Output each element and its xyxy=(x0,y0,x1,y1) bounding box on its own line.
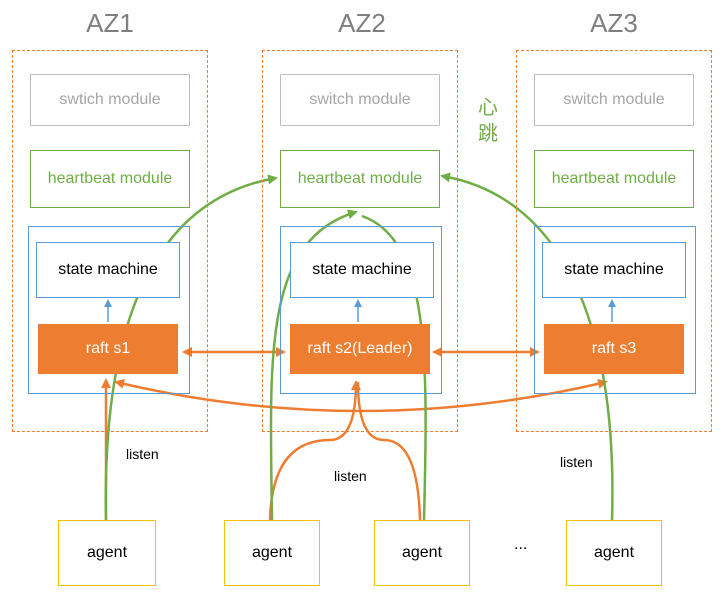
raft-s3-node: raft s3 xyxy=(544,324,684,374)
agent3-heartbeat-line xyxy=(361,214,427,521)
az1-title: AZ1 xyxy=(86,8,134,38)
agent-box-2: agent xyxy=(224,520,320,586)
heartbeat-vertical-label-1: 心 xyxy=(478,97,498,119)
az2-title: AZ2 xyxy=(338,8,386,38)
az1-heartbeat-module: heartbeat module xyxy=(30,150,190,208)
agent-box-3: agent xyxy=(374,520,470,586)
more-agents-ellipsis: ... xyxy=(514,536,528,553)
az1-state-machine: state machine xyxy=(36,242,180,298)
az2-frame xyxy=(262,50,458,432)
listen-label-agent4: listen xyxy=(560,454,593,470)
az1-frame xyxy=(12,50,208,432)
az2-state-machine: state machine xyxy=(290,242,434,298)
agent2-heartbeat-line xyxy=(269,209,358,521)
az3-state-machine: state machine xyxy=(542,242,686,298)
agent3-listen-line xyxy=(356,381,422,521)
agent-box-1: agent xyxy=(58,520,156,586)
az2-node-container xyxy=(280,226,442,394)
raft-s1-node: raft s1 xyxy=(38,324,178,374)
az1-node-container xyxy=(28,226,190,394)
az3-node-container xyxy=(534,226,696,394)
agent2-listen-line xyxy=(268,380,361,521)
az1-switch-module: swtich module xyxy=(30,74,190,126)
heartbeat-vertical-label-2: 跳 xyxy=(478,123,498,145)
az2-switch-module: switch module xyxy=(280,74,440,126)
az3-title: AZ3 xyxy=(590,8,638,38)
az2-heartbeat-module: heartbeat module xyxy=(280,150,440,208)
az3-heartbeat-module: heartbeat module xyxy=(534,150,694,208)
az3-frame xyxy=(516,50,712,432)
listen-label-agent2-3: listen xyxy=(334,468,367,484)
raft-s2-leader-node: raft s2(Leader) xyxy=(290,324,430,374)
listen-label-agent1: listen xyxy=(126,446,159,462)
agent-box-4: agent xyxy=(566,520,662,586)
az3-switch-module: switch module xyxy=(534,74,694,126)
